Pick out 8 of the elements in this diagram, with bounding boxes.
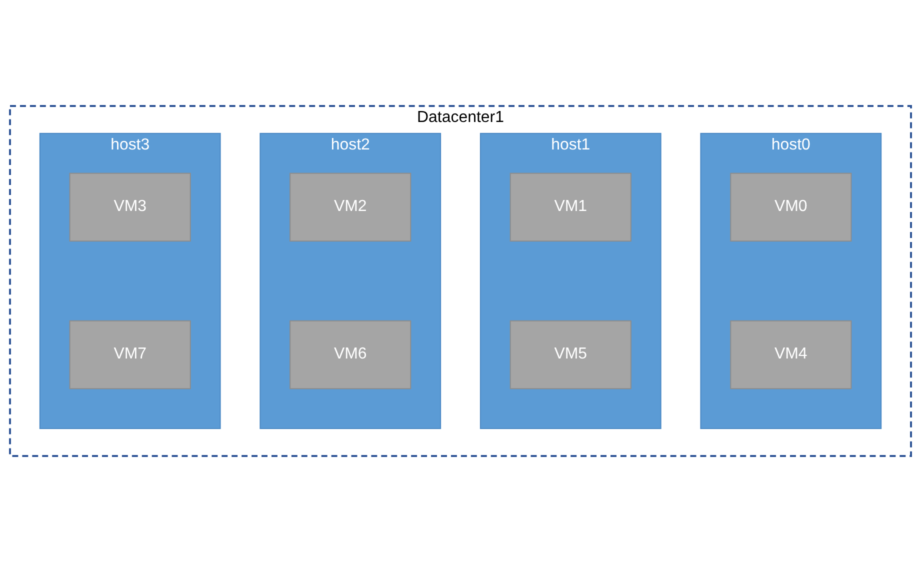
node-box: VM5 [510, 320, 632, 390]
node-box: VM3 [69, 172, 191, 242]
node-box: VM7 [69, 320, 191, 390]
node-box: VM6 [290, 320, 412, 390]
node-box: VM2 [290, 172, 412, 242]
node-box: VM4 [730, 320, 852, 390]
node-box: VM0 [730, 172, 852, 242]
node-box: VM1 [510, 172, 632, 242]
